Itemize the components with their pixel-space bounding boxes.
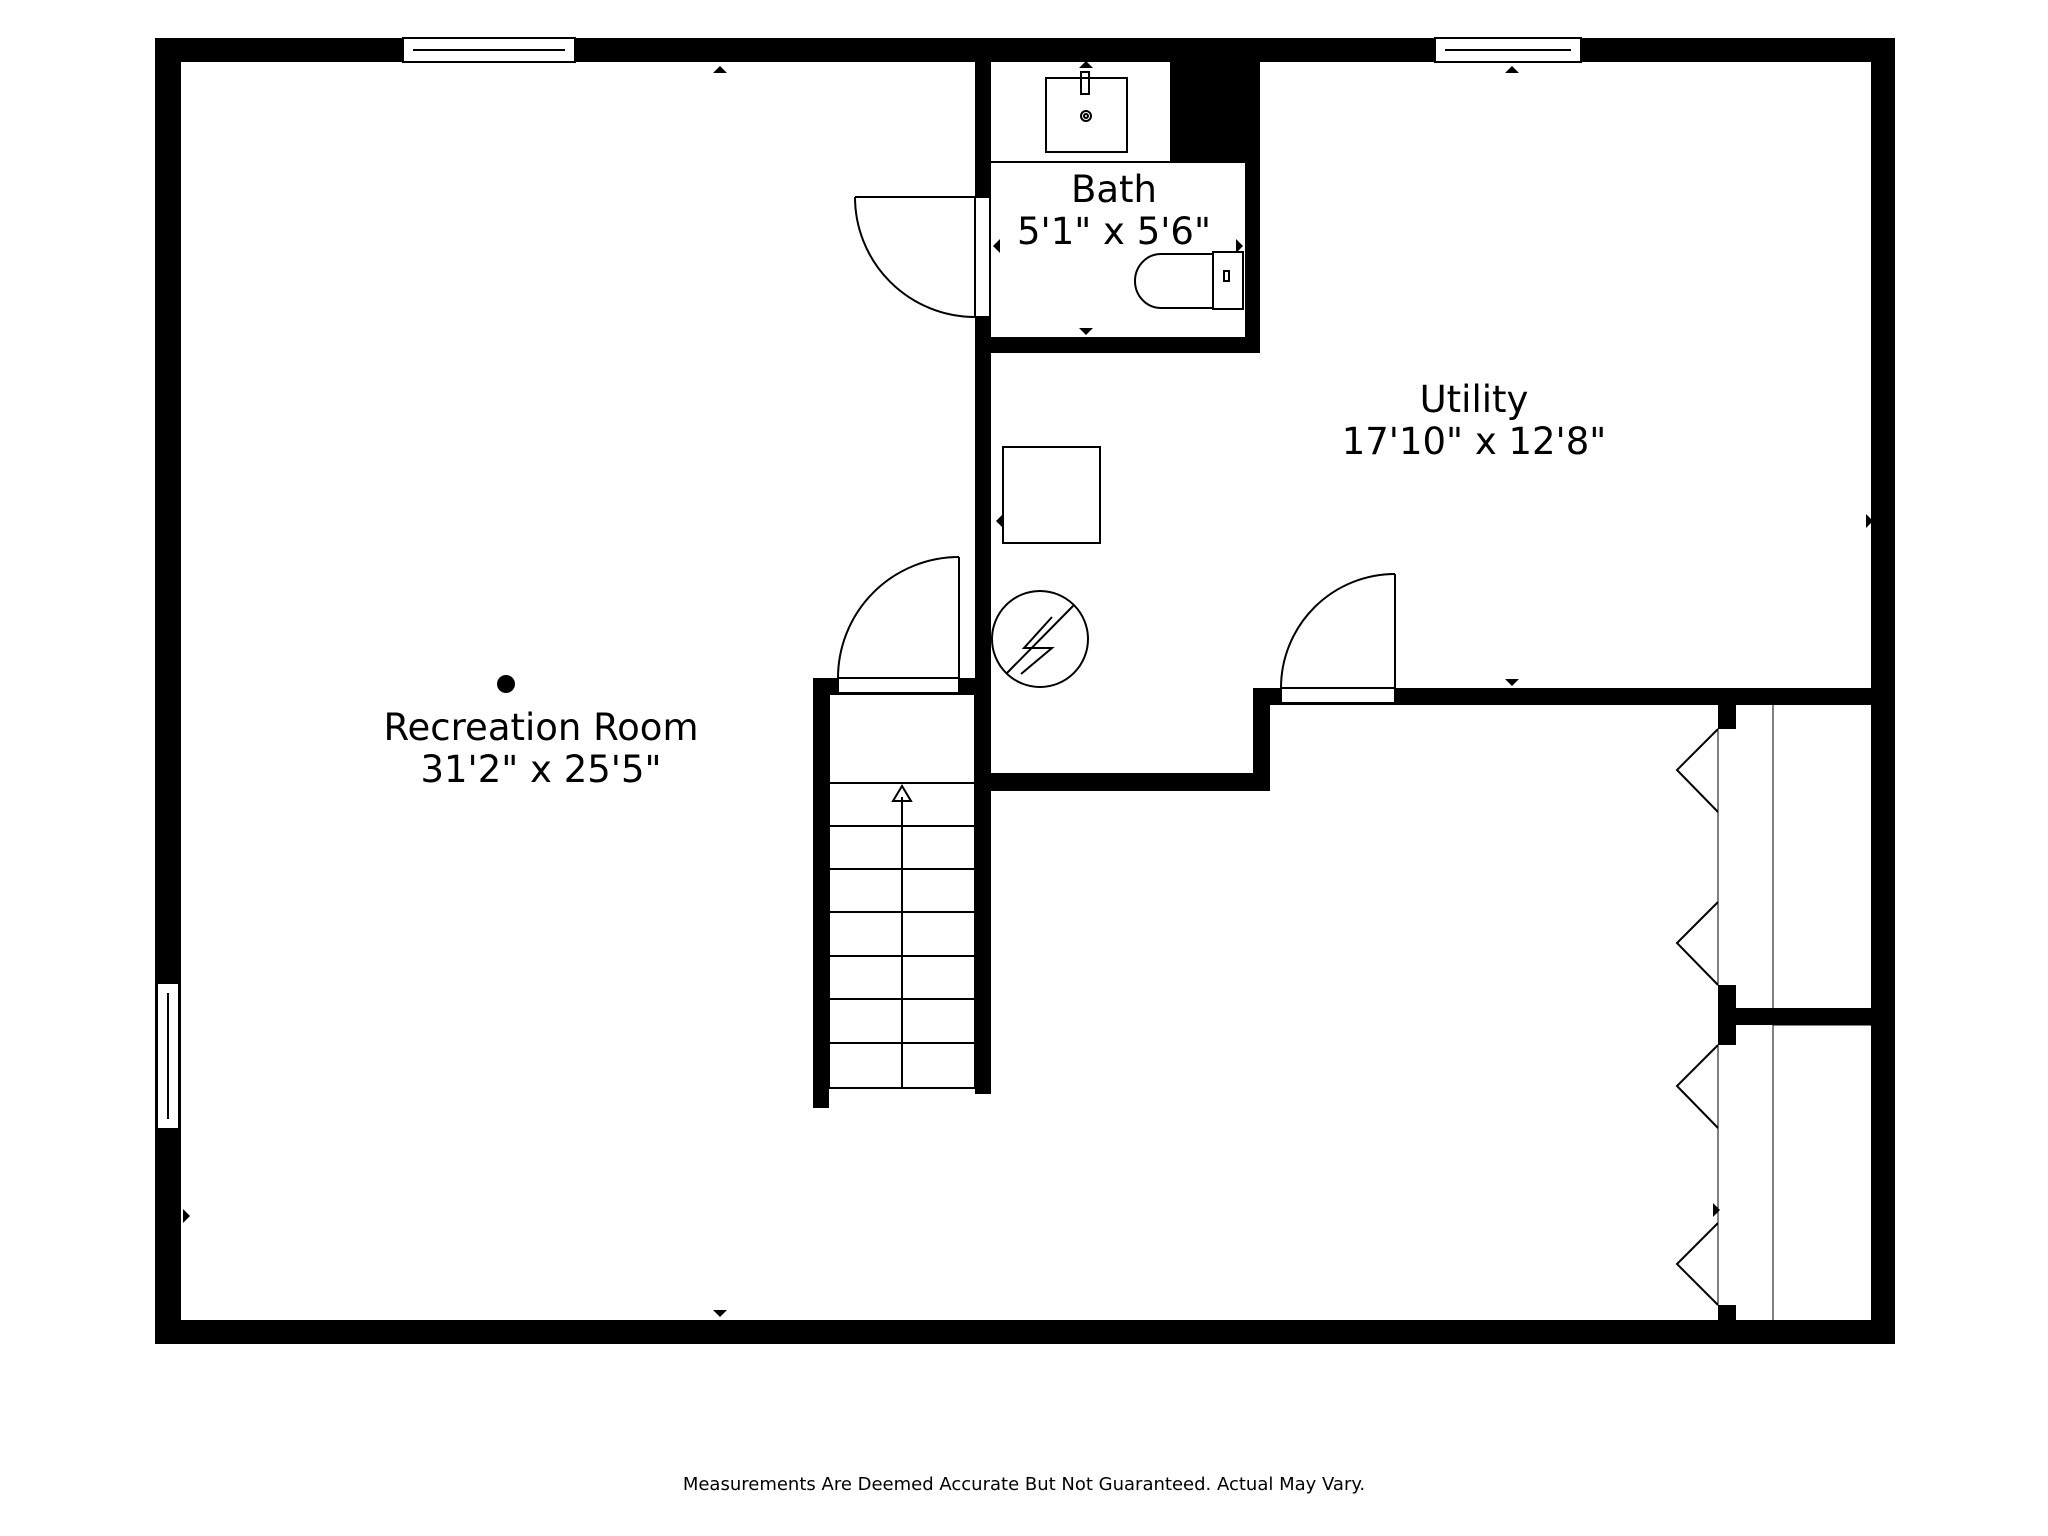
location-marker-icon [497, 675, 515, 693]
utility-door [1280, 573, 1396, 704]
disclaimer-note: Measurements Are Deemed Accurate But Not… [682, 1474, 1366, 1495]
exterior-walls [155, 38, 1895, 1344]
utility-dims: 17'10" x 12'8" [1341, 420, 1607, 463]
interior-walls [813, 60, 1895, 1325]
stair-door [837, 556, 960, 694]
recreation-room-label: Recreation Room 31'2" x 25'5" [384, 707, 699, 791]
bath-label: Bath 5'1" x 5'6" [1017, 169, 1211, 253]
recreation-room-name: Recreation Room [383, 706, 699, 749]
bath-name: Bath [1070, 168, 1157, 211]
utility-unit [1002, 446, 1101, 544]
bath-door [854, 196, 991, 318]
closet-bifold-door-upper [1675, 705, 1774, 1008]
utility-label: Utility 17'10" x 12'8" [1342, 379, 1607, 463]
utility-name: Utility [1419, 378, 1529, 421]
water-heater-icon [991, 590, 1089, 688]
fixtures [991, 71, 1245, 688]
bath-dims: 5'1" x 5'6" [1017, 210, 1211, 253]
windows [156, 37, 1582, 1130]
doors [837, 196, 1871, 1320]
recreation-room-dims: 31'2" x 25'5" [420, 748, 662, 791]
sink-icon [1045, 71, 1128, 153]
staircase [828, 693, 976, 1089]
toilet-icon [1134, 251, 1244, 310]
dimension-markers [183, 61, 1873, 1317]
closet-bifold-door-lower [1675, 1024, 1871, 1320]
